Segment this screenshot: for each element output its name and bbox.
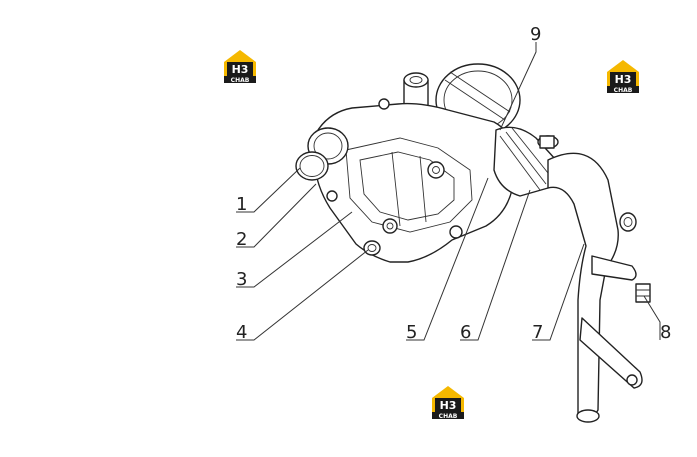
callout-1: 1: [236, 194, 247, 215]
callout-3: 3: [236, 269, 247, 290]
logo-mark-text: H3: [232, 63, 249, 76]
outlet-pipe: [547, 152, 651, 423]
callout-5: 5: [406, 322, 417, 343]
brand-logo-left: H3 CHAB: [224, 50, 256, 84]
callout-2: 2: [236, 229, 247, 250]
logo-mark-text: H3: [440, 399, 457, 412]
logo-caption-text: CHAB: [231, 77, 250, 84]
callout-labels: 1 2 3 4 5 6 7 8 9: [236, 24, 671, 343]
callout-6: 6: [460, 322, 471, 343]
callout-7: 7: [532, 322, 543, 343]
logo-caption-text: CHAB: [439, 413, 458, 420]
brand-logo-bottom: H3 CHAB: [432, 386, 464, 420]
callout-4: 4: [236, 322, 247, 343]
leader-lines: [236, 42, 661, 341]
logo-mark-text: H3: [615, 73, 632, 86]
logo-caption-text: CHAB: [614, 87, 633, 94]
pump-housing: [295, 63, 521, 263]
callout-9: 9: [530, 24, 541, 45]
brand-logo-right: H3 CHAB: [607, 60, 639, 94]
hose-and-clamp: [493, 126, 559, 197]
callout-8: 8: [660, 322, 671, 343]
